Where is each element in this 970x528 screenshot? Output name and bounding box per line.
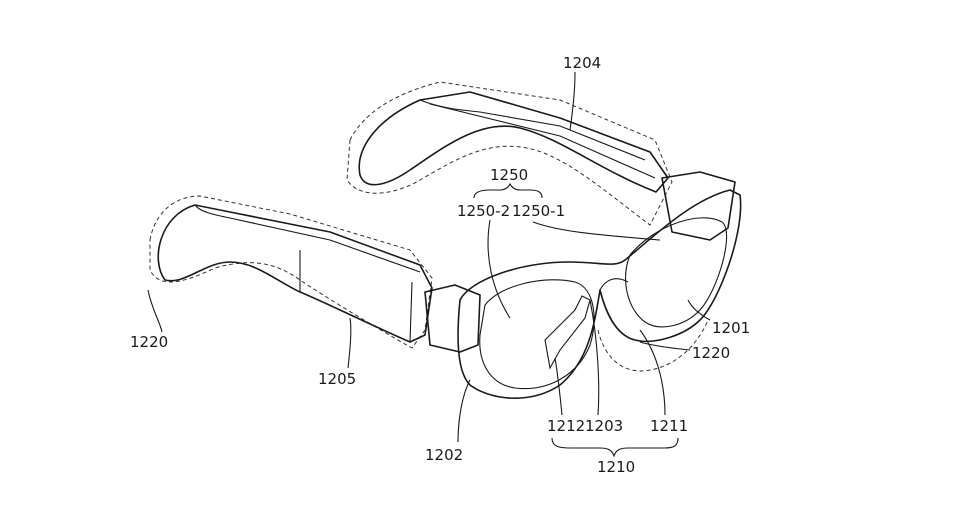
outline-frame-bottom bbox=[597, 319, 709, 372]
front-temple-side-face bbox=[299, 250, 413, 343]
leader-1205 bbox=[347, 317, 352, 369]
label-1205: 1205 bbox=[318, 370, 356, 388]
leader-1212 bbox=[554, 357, 563, 416]
label-1212: 1212 bbox=[547, 417, 585, 435]
lens-right bbox=[625, 217, 728, 328]
leader-1203 bbox=[589, 299, 600, 416]
rear-temple-top-edge bbox=[419, 99, 646, 161]
label-1220-left: 1220 bbox=[130, 333, 168, 351]
leader-1201 bbox=[687, 299, 711, 321]
label-1201: 1201 bbox=[712, 319, 750, 337]
rear-hinge-block bbox=[661, 171, 736, 241]
lens-left bbox=[479, 279, 595, 390]
bridge bbox=[599, 278, 629, 291]
rear-temple-arm bbox=[358, 91, 669, 193]
label-1202: 1202 bbox=[425, 446, 463, 464]
leader-1220-left bbox=[147, 289, 163, 333]
front-hinge-block bbox=[424, 284, 481, 353]
outline-rear-temple bbox=[346, 81, 673, 226]
leader-1211 bbox=[639, 329, 666, 416]
frame-front-rim bbox=[457, 189, 742, 399]
label-1203: 1203 bbox=[585, 417, 623, 435]
label-1204: 1204 bbox=[563, 54, 601, 72]
label-1250-1: 1250-1 bbox=[512, 202, 565, 220]
display-module bbox=[544, 295, 591, 370]
label-1250-2: 1250-2 bbox=[457, 202, 510, 220]
front-temple-arm bbox=[157, 204, 433, 343]
bracket-1210 bbox=[551, 437, 679, 458]
label-1250: 1250 bbox=[490, 166, 528, 184]
front-temple-top-edge bbox=[194, 204, 421, 273]
rear-temple-inner-edge bbox=[429, 103, 656, 179]
leader-1204 bbox=[569, 71, 576, 131]
leader-1250-2 bbox=[487, 219, 511, 319]
leader-1250-1 bbox=[532, 221, 661, 241]
label-1211: 1211 bbox=[650, 417, 688, 435]
outline-front-temple bbox=[149, 195, 433, 349]
label-1220-right: 1220 bbox=[692, 344, 730, 362]
leader-1220-right bbox=[639, 341, 691, 351]
label-1210: 1210 bbox=[597, 458, 635, 476]
bracket-1250 bbox=[473, 182, 543, 199]
leader-1202 bbox=[457, 379, 471, 443]
